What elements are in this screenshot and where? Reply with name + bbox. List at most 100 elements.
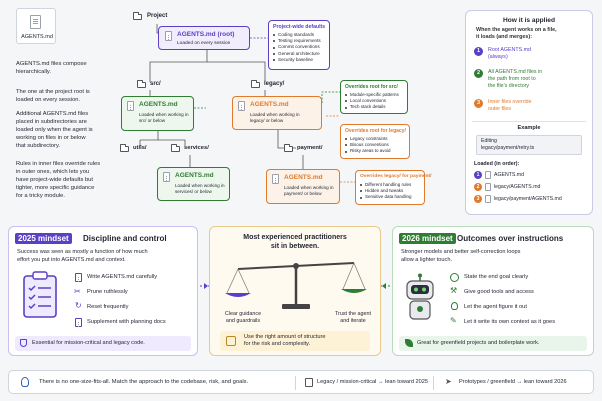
how-title: How it is applied	[502, 17, 556, 24]
balance-scale-icon	[225, 262, 367, 309]
loaded-number: 1	[474, 171, 482, 179]
list-item: General architecture	[273, 51, 321, 57]
list-item: Module-specific patterns	[345, 92, 399, 98]
mindset-2026-title: Outcomes over instructions	[457, 234, 564, 243]
list-item: Let the agent figure it out	[464, 304, 527, 310]
legacy-override-list: Legacy constraints Bisous conventions Ri…	[345, 136, 391, 155]
mindset-2025-desc: Success was seen as mostly a function of…	[17, 249, 148, 263]
mindset-arrows	[200, 283, 390, 289]
root-agents-name: AGENTS.md (root)	[177, 31, 235, 38]
rocket-icon: ➤	[445, 377, 452, 386]
root-agents-sub: Loaded on every session	[177, 41, 231, 46]
loaded-label: Loaded (in order):	[474, 161, 520, 167]
list-item: Reset frequently	[87, 304, 129, 310]
lightbulb-icon	[451, 302, 458, 310]
folder-icon	[171, 144, 180, 152]
mindset-2026-panel: 2026 mindset Outcomes over instructions …	[392, 226, 594, 356]
leaf-icon	[405, 339, 413, 347]
list-item: Write AGENTS.md carefully	[87, 274, 158, 280]
document-icon	[75, 273, 82, 282]
list-item: Let it write its own context as it goes	[464, 319, 556, 325]
how-divider	[472, 121, 586, 122]
mindset-2025-badge: 2025 mindset	[15, 233, 72, 244]
services-folder-label: services/	[184, 145, 209, 151]
list-item: Legacy constraints	[345, 136, 391, 142]
mindset-2025-panel: 2025 mindset Discipline and control Succ…	[8, 226, 198, 356]
bottom-bar: There is no one-size-fits-all. Match the…	[8, 370, 594, 394]
how-intro: When the agent works on a file,it loads …	[476, 27, 557, 40]
bottom-proto-text: Prototypes / greenfield → lean toward 20…	[459, 379, 567, 385]
document-icon	[163, 172, 170, 182]
defaults-box: Project-wide defaults Coding standards T…	[268, 20, 330, 70]
services-agents-name: AGENTS.md	[175, 172, 214, 179]
root-agents-card: AGENTS.md (root) Loaded on every session	[158, 26, 250, 50]
agents-file-label: AGENTS.md	[21, 34, 53, 40]
legacy-agents-name: AGENTS.md	[250, 101, 289, 108]
list-item: Risky areas to avoid	[345, 148, 391, 154]
folder-icon	[284, 144, 293, 152]
mindset-2026-footer: Great for greenfield projects and boiler…	[399, 336, 587, 351]
src-override-list: Module-specific patterns Local conventio…	[345, 92, 399, 111]
src-override-title: Overrides root for src/	[345, 84, 398, 90]
list-item: Hidden and tweaks	[360, 188, 412, 194]
list-item: Different handling rules	[360, 182, 412, 188]
loaded-item: legacy/AGENTS.md	[494, 184, 541, 190]
list-item: Commit conventions	[273, 44, 321, 50]
bottom-legacy-text: Legacy / mission-critical → lean toward …	[317, 379, 428, 385]
document-icon	[272, 174, 279, 184]
legacy-override-title: Overrides root for legacy/	[345, 128, 406, 134]
folder-icon	[251, 80, 260, 88]
src-agents-name: AGENTS.md	[139, 101, 178, 108]
example-label: Example	[517, 125, 541, 131]
sliders-icon	[226, 336, 236, 346]
bottom-main-text: There is no one-size-fits-all. Match the…	[39, 379, 249, 385]
lightbulb-icon	[21, 377, 29, 387]
payment-override-list: Different handling rules Hidden and twea…	[360, 182, 412, 201]
scissors-icon: ✂	[74, 287, 81, 296]
agents-file-card: AGENTS.md	[16, 8, 56, 44]
arrow-right-icon	[204, 283, 208, 289]
mindset-2026-badge: 2026 mindset	[399, 233, 456, 244]
list-item: Tech stack details	[345, 104, 399, 110]
list-item: State the end goal clearly	[464, 274, 529, 280]
loaded-number: 2	[474, 183, 482, 191]
step-number: 3	[474, 99, 483, 108]
shield-icon	[20, 339, 27, 347]
payment-override-title: Overrides legacy/ for payment/	[360, 174, 432, 179]
list-item: Testing requirements	[273, 38, 321, 44]
list-item: Local conventions	[345, 98, 399, 104]
document-icon	[238, 101, 245, 111]
legacy-override-box: Overrides root for legacy/ Legacy constr…	[340, 124, 410, 159]
mindset-2025-title: Discipline and control	[83, 234, 167, 243]
document-icon	[485, 183, 491, 191]
legacy-folder-label: legacy/	[264, 81, 285, 87]
wrench-icon: ⚒	[450, 286, 458, 295]
divider	[295, 376, 296, 390]
loaded-item: AGENTS.md	[494, 172, 524, 178]
refresh-icon: ↻	[75, 301, 82, 310]
defaults-title: Project-wide defaults	[273, 24, 326, 30]
project-folder-label: Project	[147, 13, 168, 19]
document-icon	[30, 15, 41, 29]
list-item: Give good tools and access	[464, 289, 534, 295]
payment-agents-name: AGENTS.md	[284, 174, 323, 181]
clipboard-icon	[23, 271, 57, 318]
document-icon	[165, 31, 172, 41]
arrow-left-icon	[382, 283, 386, 289]
folder-icon	[137, 80, 146, 88]
document-icon	[485, 171, 491, 179]
